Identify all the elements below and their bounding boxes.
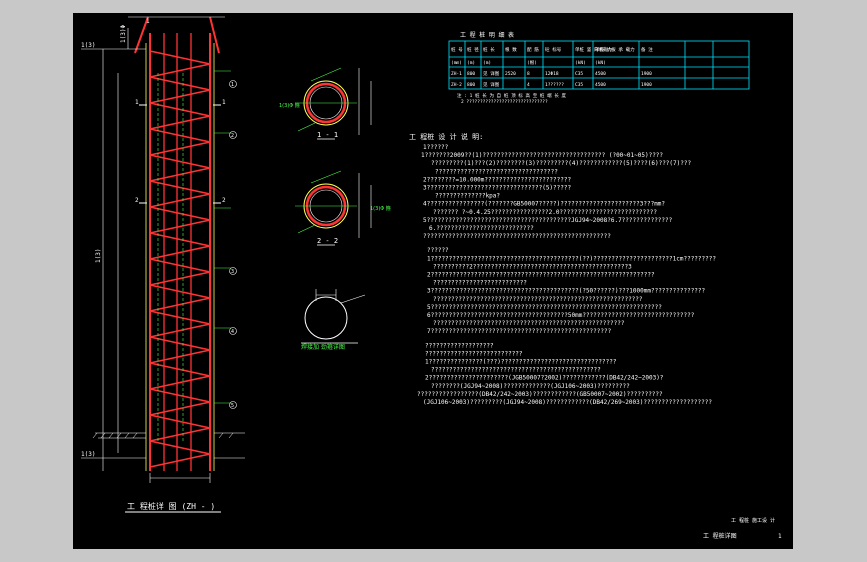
table-header-cell: 备 注	[641, 46, 653, 53]
note-line: ????????????????????????????????????????…	[433, 320, 625, 327]
note-line: ????????????????????????????????????????…	[431, 367, 601, 374]
table-header-cell: 配 筋	[527, 46, 539, 53]
table-subheader-cell: (mm)	[451, 60, 462, 66]
note-line: 1???????????????(???)???????????????????…	[425, 359, 617, 366]
note-line: 3????????????????????????????????(5)????…	[423, 185, 571, 192]
note-line: 6.???????????????????????????	[429, 225, 534, 232]
table-subheader-cell: (根)	[527, 59, 537, 66]
note-line: ????????????????????????????????????????…	[423, 233, 611, 240]
ring-stiffener-detail	[301, 289, 366, 344]
table-cell: 4	[527, 82, 530, 88]
section-1-1	[295, 67, 372, 140]
callout-circle-4: 4	[231, 329, 234, 335]
section-2-right-label: 1(3)Φ 箍	[370, 205, 391, 212]
table-cell: 12Φ18	[545, 71, 559, 77]
note-line: 1??????	[423, 144, 449, 151]
note-line: 2????????=10.000m???????????????????????…	[423, 176, 571, 183]
section-1-label: 1 - 1	[317, 131, 338, 139]
table-header-cell: 根 数	[505, 46, 517, 53]
notes-heading: 工 程桩 设 计 说 明:	[409, 132, 483, 141]
elevation-left-top-label: 1(3)Φ	[120, 25, 127, 43]
table-header-cell: 桩 号	[451, 46, 463, 53]
ring-detail-title: 焊接加 劲箍详图	[301, 343, 345, 351]
callout-circle-2: 2	[231, 133, 234, 139]
note-line: ???????????????????????????	[425, 350, 523, 357]
table-header-cell: 单桩 竖 向承载力	[575, 46, 612, 53]
table-cell: 1??????	[545, 82, 564, 88]
table-cell: 2520	[505, 71, 516, 77]
note-line: ??????????????????????????????????	[435, 168, 558, 175]
callout-circle-3: 3	[231, 269, 234, 275]
ground-elevation-label: 1(3)	[81, 42, 95, 49]
section-mark-2-right: 2	[222, 197, 226, 204]
note-line: 3???????????????????????????????????????…	[427, 288, 706, 295]
note-line: ??????????????kpa?	[435, 193, 500, 200]
note-line: ???????????????????	[425, 342, 494, 349]
pile-length-label: 1(3)	[95, 249, 102, 263]
table-cell: 800	[467, 82, 475, 88]
note-line: 1???????????????????????????????????????…	[427, 255, 716, 262]
table-cell: 8	[527, 71, 530, 77]
table-subheader-cell: (kN)	[595, 60, 606, 66]
table-header-cell: 桩 长	[483, 46, 495, 53]
note-line: ????????(JGJ94~2008)?????????????(JGJ106…	[431, 383, 630, 390]
section-mark-1-left: 1	[135, 99, 139, 106]
note-line: 4????????????????(???????GB50007?????)??…	[423, 201, 665, 208]
table-cell: 1900	[641, 82, 652, 88]
section-mark-1-right: 1	[222, 99, 226, 106]
section-mark-2-left: 2	[135, 197, 139, 204]
pile-schedule-table	[448, 40, 750, 90]
table-cell: C35	[575, 71, 583, 77]
pile-bottom-elevation-label: 1(3)	[81, 451, 95, 458]
table-subheader-cell: (m)	[483, 60, 491, 66]
section-2-2	[295, 170, 372, 246]
elevation-top-tag: 1	[146, 18, 150, 25]
table-cell: 4500	[595, 71, 606, 77]
table-cell: ZH-1	[451, 71, 462, 77]
note-line: 2??????????????????????(JGB50007?2002)??…	[425, 375, 664, 382]
note-line: ??????? ?~0.4.25????????????????2.0?????…	[433, 209, 657, 216]
note-line: ??????	[427, 247, 449, 254]
table-subheader-cell: (m)	[467, 60, 475, 66]
section-1-left-label: 1(3)Φ 箍	[279, 102, 300, 109]
table-cell: 800	[467, 71, 475, 77]
note-line: ?????????????????(DB42/242~2003)????????…	[417, 391, 663, 398]
table-footnote-1: 注 : 1 桩 长 为 自 桩 顶 标 高 至 桩 端 长 度	[457, 92, 567, 99]
note-line: 7???????????????????????????????????????…	[427, 328, 612, 335]
note-line: 6??????????????????????????????????????5…	[427, 312, 695, 319]
table-title: 工 程 桩 明 细 表	[460, 31, 514, 39]
note-line: 1???????2009??(1)???????????????????????…	[421, 152, 663, 159]
table-cell: C35	[575, 82, 583, 88]
note-line: ????????????????????????????????????????…	[433, 296, 643, 303]
corner-mark: 1	[778, 533, 782, 540]
table-subheader-cell: (kN)	[575, 60, 586, 66]
bottom-drawing-label: 工 程桩详图	[703, 532, 737, 540]
note-line: (JGJ106~2003)?????????(JGJ94~2008)??????…	[423, 399, 712, 406]
note-line: ?????????(1)???(2)????????(3)?????????(4…	[431, 160, 691, 167]
table-cell: 1900	[641, 71, 652, 77]
corner-label: 工 程桩 施工设 计	[731, 517, 775, 524]
callout-circle-1: 1	[231, 82, 234, 88]
note-line: 5???????????????????????????????????????…	[427, 304, 662, 311]
table-footnote-2: 2 ??????????????????????????????	[461, 99, 548, 105]
table-cell: 4500	[595, 82, 606, 88]
table-cell: 见 详图	[483, 70, 500, 77]
table-cell: 见 详图	[483, 81, 500, 88]
design-notes: 工 程桩 设 计 说 明: 1??????1???????2009??(1)??…	[409, 132, 716, 406]
table-header-cell: 桩 径	[467, 46, 479, 53]
callout-circle-5: 5	[231, 403, 234, 409]
note-line: 5???????????????????????????????????????…	[423, 217, 673, 224]
note-line: ??????????2?????????????????????????????…	[433, 263, 632, 270]
note-line: ??????????????????????????	[433, 280, 527, 287]
drawing-sheet: 1 1(3)Φ 1(3) 1(3) 1(3) 1 2 1 2 1 2 3 4 5…	[73, 13, 793, 549]
pile-detail-title: 工 程桩详 图 (ZH - )	[127, 501, 215, 511]
pile-elevation	[81, 16, 245, 513]
section-2-label: 2 - 2	[317, 237, 338, 245]
table-header-cell: 砼 标号	[545, 46, 562, 53]
note-line: 2???????????????????????????????????????…	[427, 272, 655, 279]
table-cell: ZH-2	[451, 82, 462, 88]
table-header-cell: 单桩 抗拔 承 载力	[595, 46, 635, 53]
